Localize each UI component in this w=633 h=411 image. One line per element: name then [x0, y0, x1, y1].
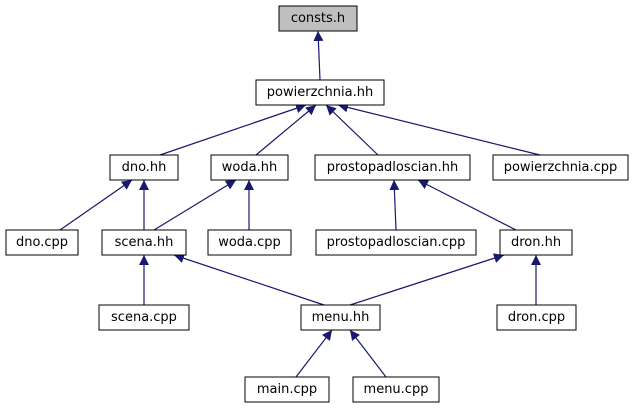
node-label: consts.h	[291, 11, 345, 26]
node-scena-cpp[interactable]: scena.cpp	[98, 304, 190, 331]
node-menu-cpp[interactable]: menu.cpp	[352, 376, 440, 403]
edge-scena-hh-to-woda-hh	[153, 179, 237, 231]
edge-dron-hh-to-prostopadloscian-hh	[417, 179, 517, 231]
node-label: powierzchnia.hh	[267, 85, 373, 100]
node-powierzchnia-hh[interactable]: powierzchnia.hh	[255, 79, 385, 106]
edge-dno-hh-to-powierzchnia-hh	[159, 103, 307, 156]
edge-dno-cpp-to-dno-hh	[59, 179, 133, 231]
node-label: dron.cpp	[508, 310, 565, 325]
node-label: scena.hh	[115, 235, 174, 250]
node-dno-cpp[interactable]: dno.cpp	[5, 229, 79, 256]
node-dno-hh[interactable]: dno.hh	[109, 154, 179, 181]
edge-main-cpp-to-menu-hh	[295, 329, 333, 378]
node-label: prostopadloscian.hh	[327, 160, 458, 175]
node-label: scena.cpp	[111, 310, 177, 325]
node-woda-hh[interactable]: woda.hh	[210, 154, 289, 181]
node-label: woda.cpp	[218, 235, 281, 250]
node-main-cpp[interactable]: main.cpp	[244, 376, 330, 403]
node-label: menu.cpp	[364, 382, 429, 397]
node-prostopadloscian-hh[interactable]: prostopadloscian.hh	[314, 154, 471, 181]
node-label: woda.hh	[222, 160, 277, 175]
node-dron-cpp[interactable]: dron.cpp	[496, 304, 577, 331]
node-dron-hh[interactable]: dron.hh	[499, 229, 573, 256]
edge-menu-hh-to-dron-hh	[349, 253, 505, 306]
node-powierzchnia-cpp[interactable]: powierzchnia.cpp	[492, 154, 629, 181]
node-label: menu.hh	[312, 310, 370, 325]
node-consts-h[interactable]: consts.h	[278, 5, 358, 32]
node-scena-hh[interactable]: scena.hh	[101, 229, 187, 256]
node-label: powierzchnia.cpp	[504, 160, 618, 175]
edge-menu-hh-to-scena-hh	[173, 253, 325, 306]
node-label: dno.cpp	[16, 235, 68, 250]
node-menu-hh[interactable]: menu.hh	[300, 304, 381, 331]
node-label: dron.hh	[511, 235, 561, 250]
node-prostopadloscian-cpp[interactable]: prostopadloscian.cpp	[315, 229, 477, 256]
edge-menu-cpp-to-menu-hh	[349, 329, 387, 378]
edge-powierzchnia-hh-to-consts-h	[313, 30, 324, 81]
node-label: main.cpp	[257, 382, 317, 397]
edges	[59, 30, 541, 378]
node-label: prostopadloscian.cpp	[327, 235, 466, 250]
node-woda-cpp[interactable]: woda.cpp	[207, 229, 292, 256]
edge-prostopadloscian-hh-to-powierzchnia-hh	[325, 104, 379, 156]
edge-woda-hh-to-powierzchnia-hh	[255, 104, 317, 156]
edge-powierzchnia-cpp-to-powierzchnia-hh	[337, 102, 541, 156]
node-label: dno.hh	[122, 160, 167, 175]
edge-prostopadloscian-cpp-to-prostopadloscian-hh	[389, 179, 400, 231]
